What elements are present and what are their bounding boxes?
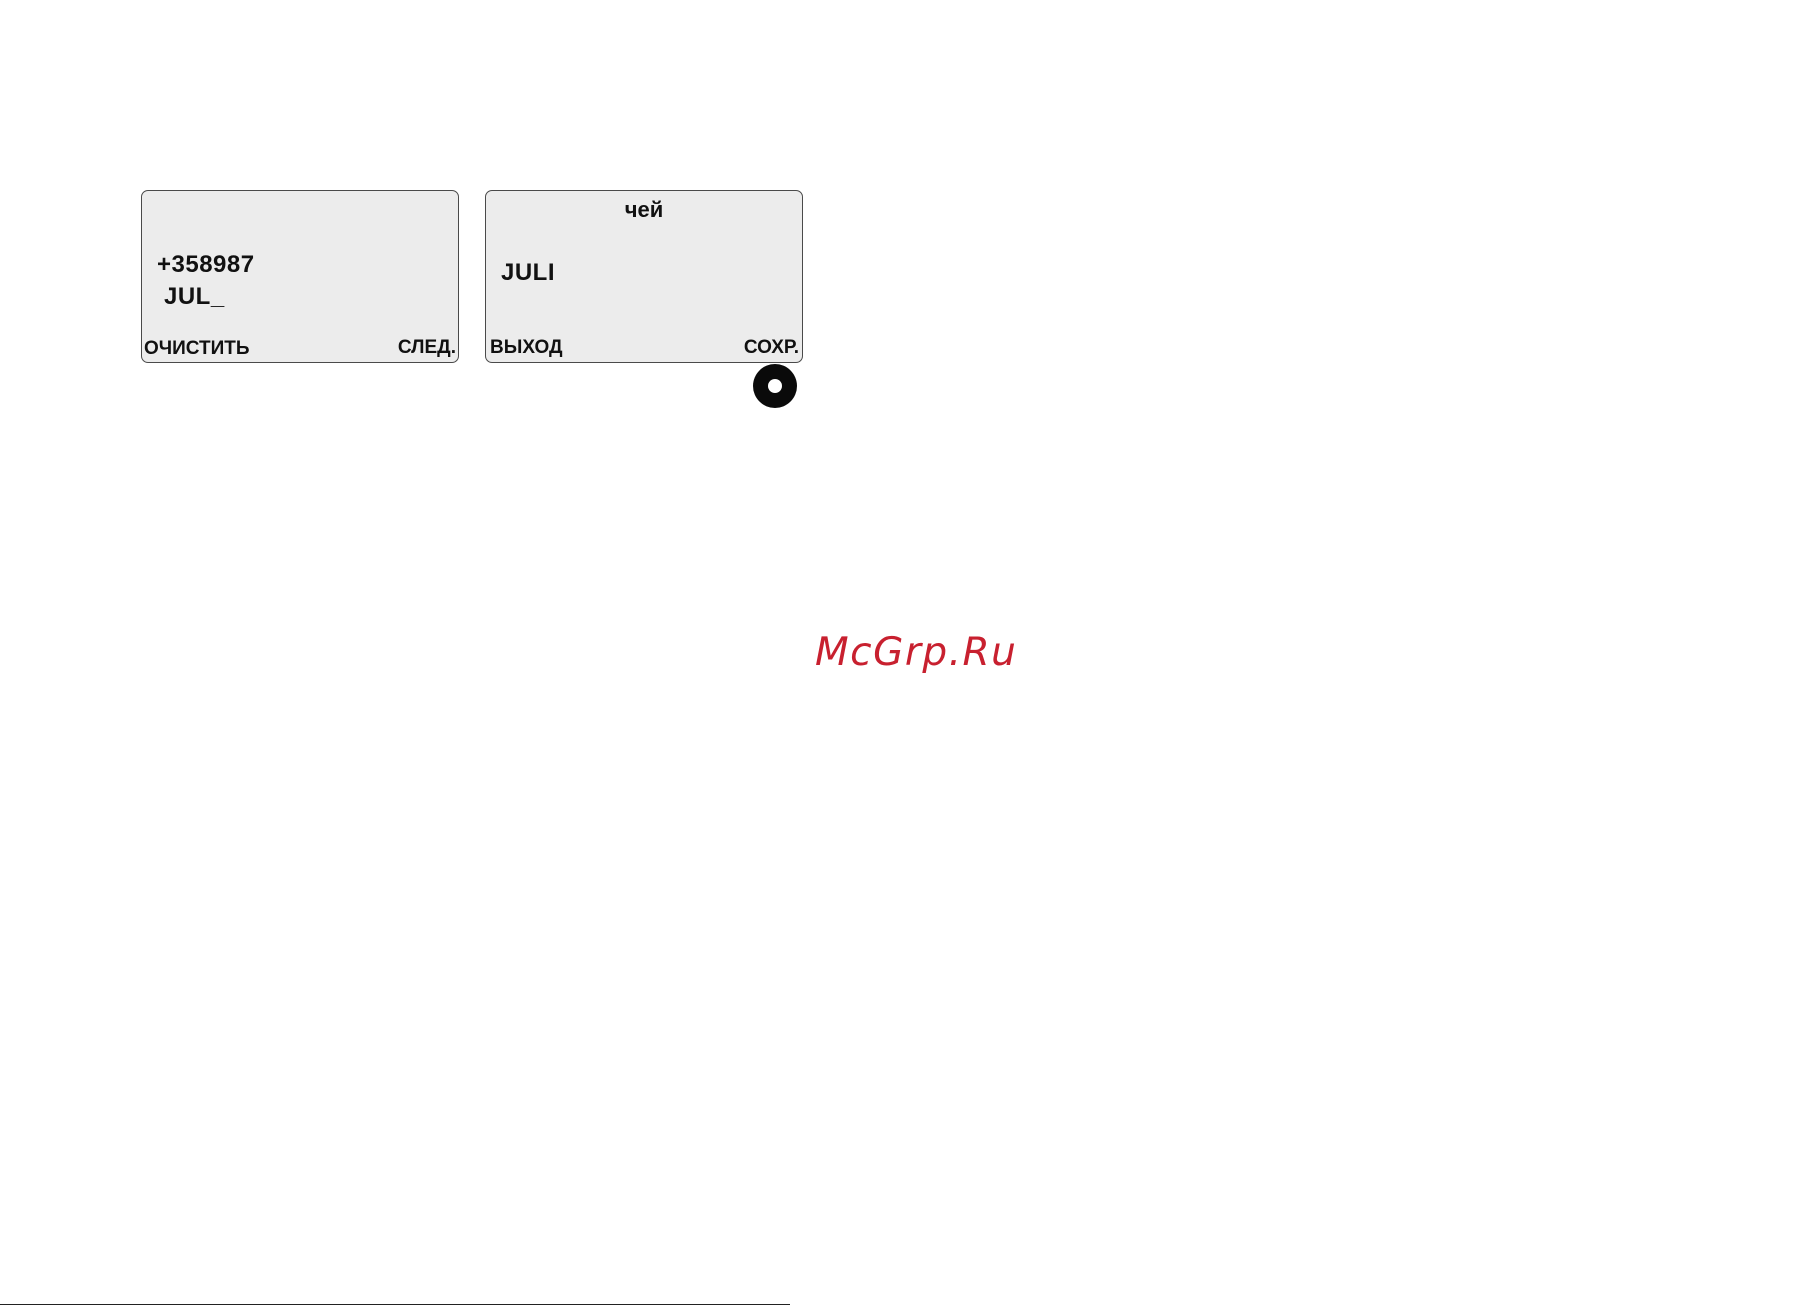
exit-softkey[interactable]: ВЫХОД (490, 338, 563, 357)
entered-name-display: JULI (501, 261, 555, 285)
navigation-key-center-dot (768, 379, 782, 393)
navigation-key-icon[interactable] (753, 364, 797, 408)
phone-number-display: +358987 (157, 253, 255, 277)
lcd-screen-enter-name: +358987 JUL_ ОЧИСТИТЬ СЛЕД. (141, 190, 459, 363)
watermark-text: McGrp.Ru (815, 630, 1017, 675)
save-softkey[interactable]: СОХР. (744, 338, 799, 357)
screen-header: чей (486, 199, 802, 221)
lcd-screen-save-name: чей JULI ВЫХОД СОХР. (485, 190, 803, 363)
name-input-field[interactable]: JUL_ (164, 285, 225, 309)
clear-softkey[interactable]: ОЧИСТИТЬ (144, 339, 250, 358)
next-softkey[interactable]: СЛЕД. (398, 338, 456, 357)
